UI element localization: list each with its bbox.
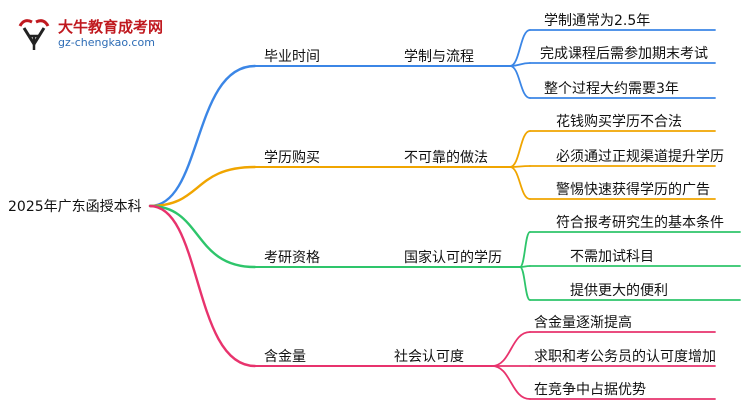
connector-line xyxy=(509,65,531,99)
leaf-item: 必须通过正规渠道提升学历 xyxy=(556,149,724,165)
leaf-item: 求职和考公务员的认可度增加 xyxy=(534,349,716,365)
connector-line xyxy=(509,130,531,168)
connector-line xyxy=(509,166,531,200)
connector-line xyxy=(148,204,257,269)
branch-sub-unreliable-practice: 不可靠的做法 xyxy=(404,150,488,166)
mindmap-edges xyxy=(148,29,741,400)
leaf-item: 不需加试科目 xyxy=(570,249,654,265)
leaf-item: 符合报考研究生的基本条件 xyxy=(556,215,724,231)
connector-line xyxy=(148,64,257,208)
connector-line xyxy=(491,331,531,367)
branch-sub-social-recognition: 社会认可度 xyxy=(394,349,464,365)
site-logo: 大牛教育成考网 gz-chengkao.com xyxy=(14,14,204,54)
connector-line xyxy=(148,204,257,368)
leaf-item: 整个过程大约需要3年 xyxy=(544,81,679,97)
root-node: 2025年广东函授本科 xyxy=(8,199,142,215)
branch-label-graduation-time: 毕业时间 xyxy=(264,49,320,65)
connector-line xyxy=(519,266,531,301)
connector-line xyxy=(491,365,531,400)
logo-title: 大牛教育成考网 xyxy=(58,18,164,36)
connector-line xyxy=(509,165,531,168)
leaf-item: 提供更大的便利 xyxy=(570,283,668,299)
logo-url: gz-chengkao.com xyxy=(58,36,155,49)
leaf-item: 花钱购买学历不合法 xyxy=(556,114,682,130)
leaf-item: 学制通常为2.5年 xyxy=(544,13,651,29)
branch-sub-recognized-degree: 国家认可的学历 xyxy=(404,250,502,266)
branch-label-value: 含金量 xyxy=(264,349,306,365)
branch-label-degree-purchase: 学历购买 xyxy=(264,150,320,166)
branch-label-postgrad-eligibility: 考研资格 xyxy=(264,250,320,266)
connector-line xyxy=(148,165,257,208)
branch-sub-duration-process: 学制与流程 xyxy=(404,49,474,65)
leaf-item: 含金量逐渐提高 xyxy=(534,315,632,331)
leaf-item: 完成课程后需参加期末考试 xyxy=(540,46,708,62)
bull-logo-icon xyxy=(18,19,50,50)
leaf-item: 警惕快速获得学历的广告 xyxy=(556,182,710,198)
connector-line xyxy=(509,29,531,67)
leaf-item: 在竞争中占据优势 xyxy=(534,382,646,398)
connector-line xyxy=(519,231,531,268)
